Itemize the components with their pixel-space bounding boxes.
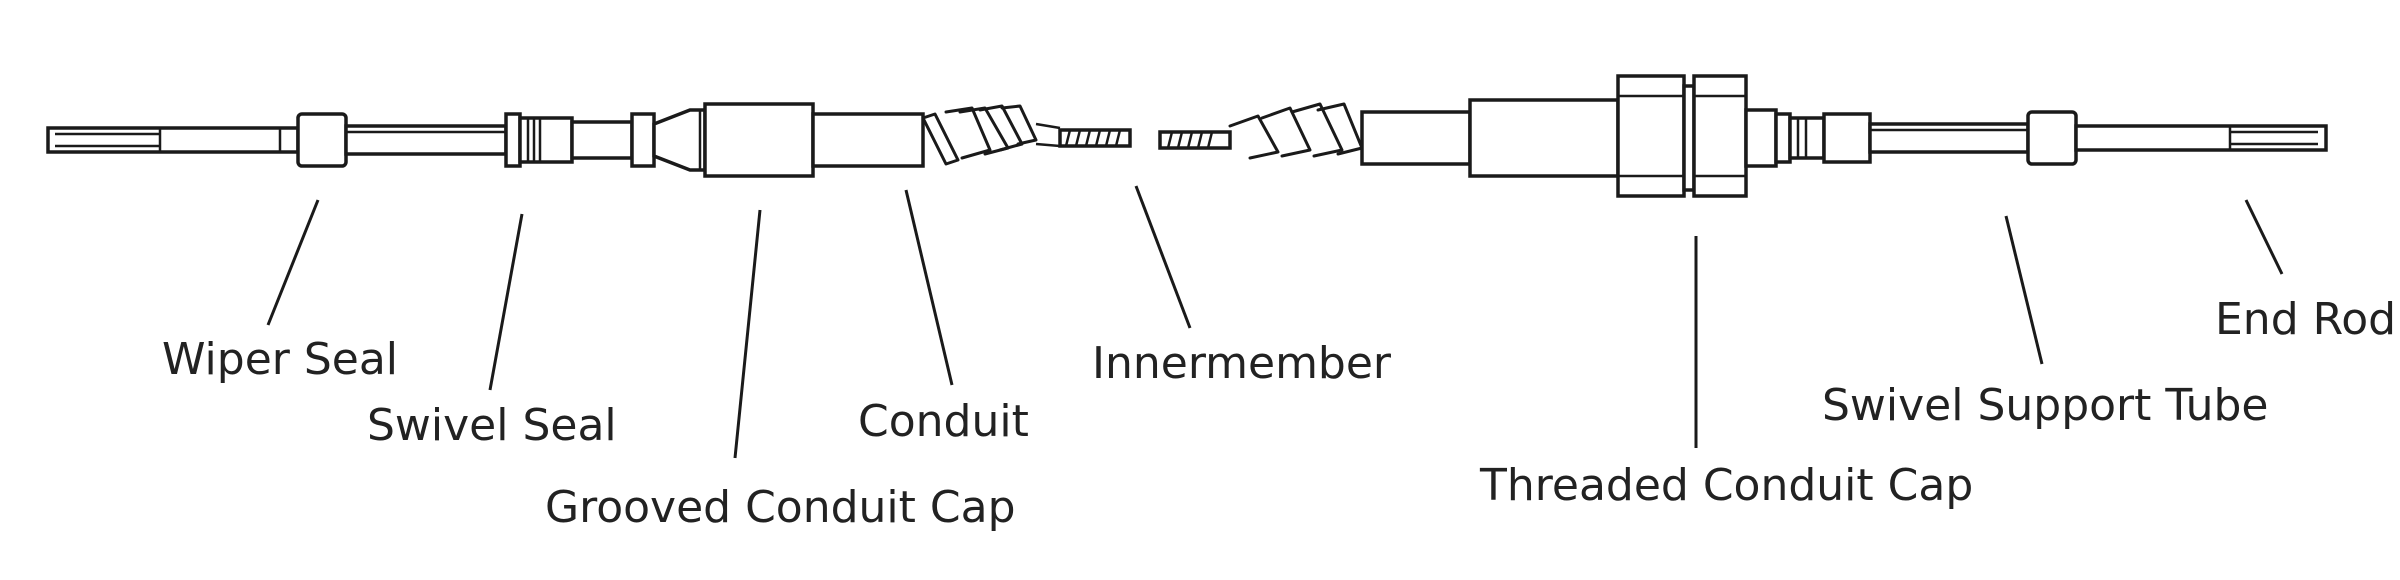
swivel-support-tube-leader — [2004, 215, 2044, 365]
grooved-conduit-cap-label: Grooved Conduit Cap — [545, 482, 1016, 533]
right-innermember-part — [1158, 130, 1232, 150]
end-rod-label: End Rod — [2215, 294, 2396, 345]
wiper-seal-part — [296, 112, 348, 168]
right-swivel-seal-part — [1774, 112, 1872, 164]
wiper-seal-label: Wiper Seal — [162, 334, 398, 385]
swivel-seal-label: Swivel Seal — [367, 400, 617, 451]
end-rod-leader — [2244, 199, 2284, 275]
swivel-seal-leader — [488, 213, 524, 391]
innermember-label: Innermember — [1092, 338, 1392, 389]
threaded-conduit-cap-label: Threaded Conduit Cap — [1479, 460, 1973, 511]
innermember-leader — [1134, 185, 1192, 329]
swivel-support-tube-label: Swivel Support Tube — [1822, 380, 2268, 431]
grooved-conduit-cap-part — [652, 102, 815, 178]
right-wiper-seal-part — [2026, 110, 2078, 166]
grooved-conduit-cap-leader — [733, 209, 762, 459]
swivel-seal-part — [504, 112, 656, 168]
right-swivel-support-tube-part — [1868, 122, 2030, 154]
conduit-leader — [904, 189, 954, 386]
conduit-label: Conduit — [858, 396, 1029, 447]
left-end-rod — [46, 126, 300, 154]
left-conduit-part — [811, 104, 1061, 168]
threaded-conduit-cap-part — [1468, 74, 1778, 198]
right-conduit-part — [1228, 102, 1472, 166]
left-innermember-part — [1058, 128, 1132, 148]
end-rod-part — [2074, 124, 2328, 152]
wiper-seal-leader — [266, 199, 320, 326]
left-swivel-support-tube — [344, 124, 508, 156]
